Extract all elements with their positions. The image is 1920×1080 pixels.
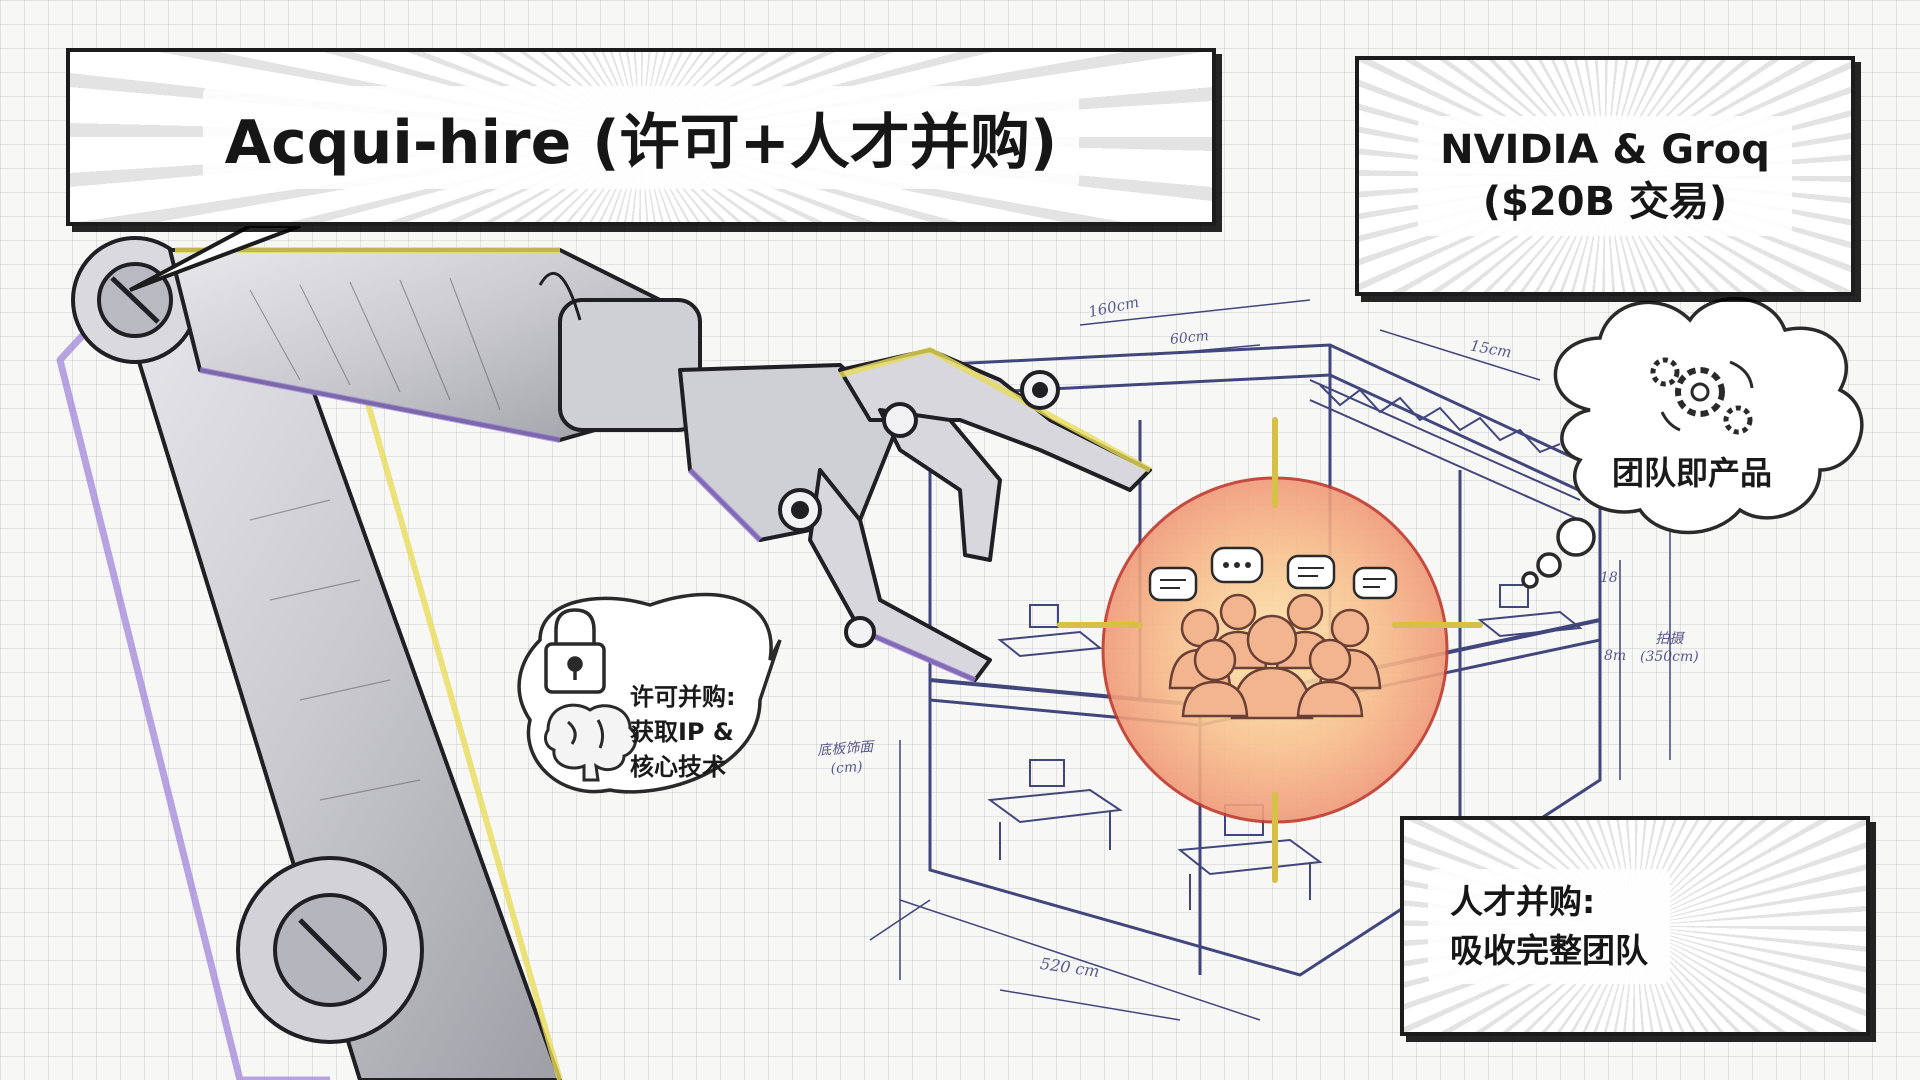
dimension-note: 拍摄 (350cm) — [1640, 630, 1699, 666]
robot-arm — [56, 236, 1152, 1080]
dimension-note-line: 底板饰面 — [816, 739, 874, 759]
dimension-note-line: 拍摄 — [1655, 631, 1684, 647]
title-callout-tail — [129, 224, 301, 292]
deal-line-2: ($20B 交易) — [1482, 179, 1728, 225]
deal-text: NVIDIA & Groq ($20B 交易) — [1418, 116, 1792, 236]
brain-icon — [544, 703, 638, 782]
thought-cloud — [1521, 297, 1864, 589]
cloud-label: 团队即产品 — [1612, 454, 1773, 492]
dimension-note: 18 — [1600, 570, 1618, 586]
license-line-2: 获取IP & — [630, 717, 734, 746]
dimension-note-line: (350cm) — [1640, 649, 1699, 666]
padlock-icon — [544, 608, 606, 694]
license-line-1: 许可并购: — [630, 683, 736, 711]
license-line-3: 核心技术 — [630, 752, 726, 781]
chat-bubble-icon — [1148, 546, 1398, 602]
talent-text: 人才并购: 吸收完整团队 — [1428, 868, 1670, 984]
talent-acquisition-panel: 人才并购: 吸收完整团队 — [1400, 816, 1870, 1036]
crosshair-target — [1057, 417, 1483, 883]
license-bubble-text: 许可并购: 获取IP & 核心技术 — [630, 680, 736, 784]
dimension-note: 8m — [1604, 648, 1627, 664]
title-banner: Acqui-hire (许可+人才并购) — [66, 48, 1216, 226]
dimension-note-line: (cm) — [830, 758, 864, 777]
deal-line-1: NVIDIA & Groq — [1440, 127, 1770, 173]
page-title: Acqui-hire (许可+人才并购) — [202, 85, 1080, 189]
team-icon — [1168, 593, 1382, 720]
talent-line-2: 吸收完整团队 — [1450, 931, 1648, 970]
dimension-note: 底板饰面 (cm) — [817, 738, 875, 780]
deal-panel: NVIDIA & Groq ($20B 交易) — [1355, 56, 1855, 296]
talent-line-1: 人才并购: — [1450, 881, 1596, 921]
gears-icon — [1650, 357, 1754, 435]
